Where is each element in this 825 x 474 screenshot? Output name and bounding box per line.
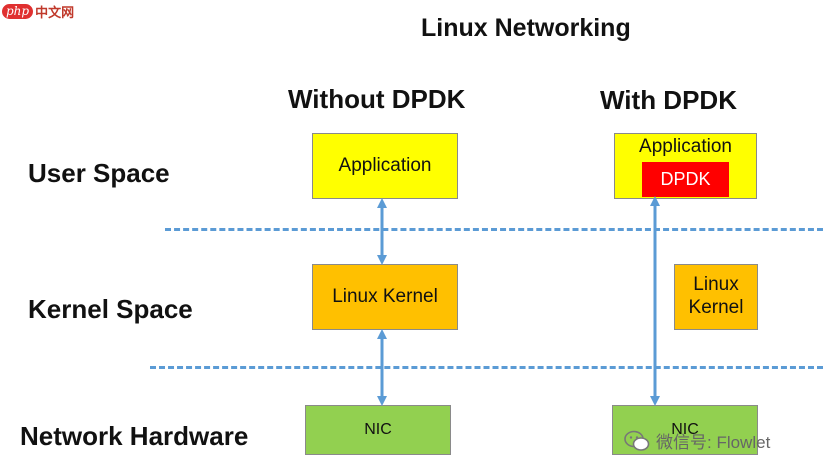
application-label: Application	[639, 136, 732, 157]
row-label-user-space: User Space	[28, 158, 170, 188]
dpdk-label: DPDK	[660, 168, 711, 189]
logo-php: php	[2, 4, 34, 19]
column-title-with-dpdk: With DPDK	[600, 85, 737, 115]
watermark: 微信号: Flowlet	[624, 428, 770, 453]
linux-kernel-label-line2: Kernel	[688, 297, 744, 318]
site-logo: php 中文网	[2, 2, 74, 21]
row-label-network-hardware: Network Hardware	[20, 421, 249, 451]
separator-kernel-hardware	[150, 366, 823, 369]
linux-kernel-box-with-dpdk: Linux Kernel	[674, 264, 758, 330]
dpdk-box: DPDK	[642, 162, 729, 197]
nic-label: NIC	[364, 421, 392, 439]
application-box-without-dpdk: Application	[312, 133, 458, 199]
separator-user-kernel	[165, 228, 823, 231]
page-title: Linux Networking	[421, 14, 631, 42]
linux-kernel-label: Linux Kernel	[332, 285, 438, 307]
application-label: Application	[338, 154, 432, 176]
column-title-without-dpdk: Without DPDK	[288, 84, 466, 114]
logo-cn: 中文网	[35, 5, 75, 20]
watermark-text: 微信号: Flowlet	[656, 433, 771, 452]
wechat-icon	[624, 430, 650, 451]
nic-label: NIC	[671, 421, 699, 439]
linux-kernel-label-line1: Linux	[693, 274, 739, 296]
row-label-kernel-space: Kernel Space	[28, 294, 193, 324]
